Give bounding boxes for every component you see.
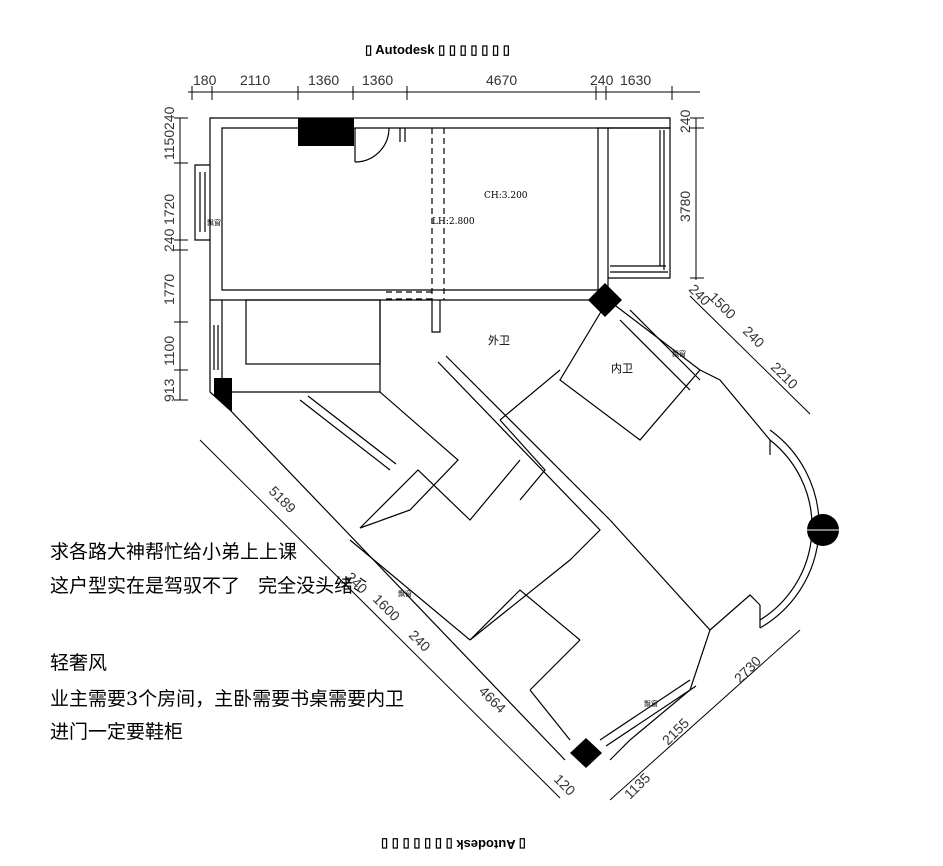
bay-window-label-right: 飘窗 <box>672 349 686 358</box>
note-line-2: 这户型实在是驾驭不了 完全没头绪 <box>50 575 354 597</box>
left-dimension-line <box>174 117 188 401</box>
diagonal-wall-outer-left <box>229 409 566 761</box>
dim-top-4: 1360 <box>362 72 393 88</box>
dim-right-1: 240 <box>677 109 693 133</box>
bath-wall <box>559 299 701 441</box>
outer-bath-label: 外卫 <box>488 334 510 347</box>
bath-wall <box>499 369 561 501</box>
dim-left-7: 913 <box>161 378 177 402</box>
right-dimension-labels: 240 3780 <box>677 109 693 222</box>
dim-left-1: 240 <box>161 106 177 130</box>
tick-marks <box>353 577 367 593</box>
dim-left-3: 1720 <box>161 194 177 225</box>
cabinet <box>245 299 381 365</box>
lower-height-label: LH:2.800 <box>432 217 475 227</box>
dim-left-6: 1100 <box>161 336 177 366</box>
right-dimension-line <box>690 117 704 280</box>
dim-top-6: 240 <box>590 72 614 88</box>
dim-top-1: 180 <box>193 72 217 88</box>
dim-diag-left-long: 5189 <box>266 483 299 516</box>
dim-diag-right-upper-1: 240 <box>686 281 714 309</box>
top-dimension-labels: 180 2110 1360 1360 4670 240 1630 <box>193 72 651 88</box>
door-swing <box>354 127 390 163</box>
diagonal-dimension-lines <box>199 295 811 801</box>
balcony <box>608 127 671 279</box>
note-line-3: 轻奢风 <box>50 652 108 674</box>
bay-window-label-left: 飘窗 <box>207 218 221 227</box>
diagonal-wall-inner-left <box>359 391 459 529</box>
ceiling-height-label: CH:3.200 <box>484 191 528 201</box>
bay-window-left <box>194 164 210 241</box>
column-bottom <box>570 738 602 768</box>
note-line-1: 求各路大神帮忙给小弟上上课 <box>50 541 298 563</box>
exterior-wall <box>209 117 671 301</box>
door-frame <box>399 128 406 142</box>
note-line-4: 业主需要3个房间，主卧需要书桌需要内卫 <box>50 688 405 710</box>
dim-top-2: 2110 <box>240 72 270 88</box>
window-left <box>213 325 219 370</box>
dim-diag-right-upper-4: 2210 <box>768 359 801 392</box>
balcony-railing <box>610 130 668 273</box>
dim-diag-right-upper-3: 240 <box>740 323 768 351</box>
column-left <box>214 378 232 412</box>
header-stamp: ▯ Autodesk ▯ ▯ ▯ ▯ ▯ ▯ ▯ <box>365 42 510 57</box>
dim-diag-bottom-left: 120 <box>551 771 579 799</box>
note-line-5: 进门一定要鞋柜 <box>50 721 184 743</box>
footer-stamp: ▯ Autodesk ▯ ▯ ▯ ▯ ▯ ▯ ▯ <box>381 837 526 852</box>
column-right <box>588 283 622 317</box>
bay-window-label-bedroom: 飘窗 <box>398 589 412 598</box>
dim-left-2: 1150 <box>161 130 177 160</box>
exterior-wall-right <box>699 369 771 455</box>
inner-bath-label: 内卫 <box>611 361 633 375</box>
column-top <box>298 118 354 146</box>
wall-stub <box>431 300 441 333</box>
top-dimension-line <box>188 86 700 100</box>
diagonal-dimension-labels: 5189 240 1600 240 4664 120 240 1500 240 … <box>266 281 801 802</box>
dim-top-3: 1360 <box>308 72 339 88</box>
dim-right-2: 3780 <box>677 191 693 222</box>
corridor-wall-right <box>445 355 611 521</box>
dim-diag-right-upper-2: 1500 <box>706 289 739 322</box>
dim-diag-left-window-3: 240 <box>406 627 434 655</box>
dim-top-7: 1630 <box>620 72 651 88</box>
bay-window-label-lower: 飘窗 <box>644 699 658 708</box>
dim-diag-right-lower-3: 2730 <box>731 653 764 686</box>
dim-diag-left-lower: 4664 <box>476 683 509 716</box>
left-dimension-labels: 240 1150 1720 240 1770 1100 913 <box>161 106 177 402</box>
bedroom-partition <box>349 459 521 641</box>
window-bath <box>619 309 701 391</box>
dashed-partition <box>386 128 445 300</box>
interior-wall <box>597 127 609 291</box>
bedroom-partition <box>469 589 581 741</box>
dim-diag-right-lower-1: 1135 <box>621 769 654 802</box>
window-lower <box>599 679 697 747</box>
dim-left-4: 240 <box>161 228 177 252</box>
dim-top-5: 4670 <box>486 72 517 88</box>
dim-left-5: 1770 <box>161 274 177 305</box>
corridor-wall-left <box>437 361 601 641</box>
window-diagonal <box>299 395 397 471</box>
exterior-wall-lower-right <box>609 519 761 761</box>
